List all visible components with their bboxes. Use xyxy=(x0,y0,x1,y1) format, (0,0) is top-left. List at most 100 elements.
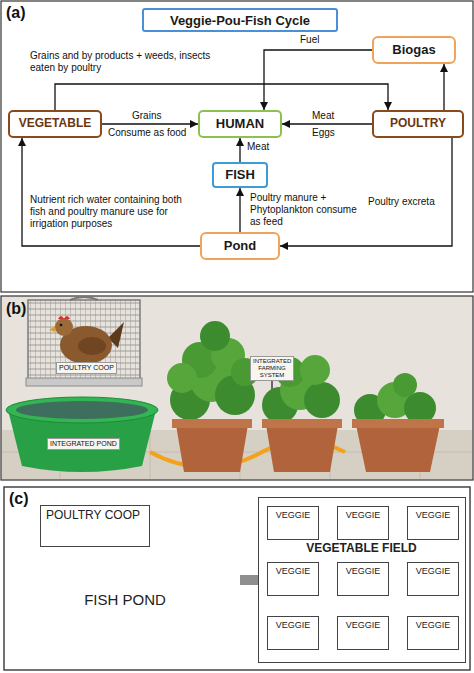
flow-arrow xyxy=(282,123,372,124)
plant-pot xyxy=(356,425,440,472)
flow-arrow xyxy=(102,123,198,124)
title-box: Veggie-Pou-Fish Cycle xyxy=(142,8,338,32)
node-text: VEGGIE xyxy=(346,510,381,520)
node-text: VEGETABLE xyxy=(19,117,91,131)
veggie-plot: VEGGIE xyxy=(337,506,389,540)
node-text: Biogas xyxy=(392,43,435,58)
edge-label-box: Poultry excreta xyxy=(368,196,435,208)
edge-label: Meat xyxy=(247,141,269,152)
edge-label: Poultry excreta xyxy=(368,196,435,207)
veggie-plot: VEGGIE xyxy=(337,616,389,650)
panel-letter: (b) xyxy=(6,300,26,317)
flow-note-box: Consume as food xyxy=(108,127,186,139)
vegetable-field-region: VEGETABLE FIELD VEGGIE VEGGIE VEGGIE VEGGIE V… xyxy=(258,497,466,663)
edge-label: Meat xyxy=(312,110,334,121)
node-text: FISH xyxy=(225,168,255,183)
flow-arrow xyxy=(239,188,240,232)
edge-label-box: Meat xyxy=(247,141,269,153)
pot-rim xyxy=(172,419,252,428)
poultry-cage xyxy=(28,300,140,380)
edge-label-box: Grains and by products + weeds, insects … xyxy=(30,50,230,74)
node-text: Pond xyxy=(224,239,257,254)
node-text: POULTRY xyxy=(390,117,446,131)
panel-frame xyxy=(1,1,473,292)
flow-note-box: Eggs xyxy=(312,127,335,139)
photo-sign-box: POULTRY COOP xyxy=(56,362,117,374)
veggie-plot: VEGGIE xyxy=(407,562,459,596)
layout-frame xyxy=(4,487,470,670)
veggie-plot: VEGGIE xyxy=(337,562,389,596)
edge-label-box: Meat xyxy=(312,110,334,122)
biogas-box: Biogas xyxy=(372,36,456,64)
region-label: FISH POND xyxy=(60,591,190,608)
poultry-box: POULTRY xyxy=(372,110,464,138)
edge-label: Fuel xyxy=(300,34,319,45)
plant-leaf xyxy=(200,321,230,351)
node-text: VEGGIE xyxy=(276,510,311,520)
human-box: HUMAN xyxy=(198,110,282,138)
edge-label-box: Poultry manure + Phytoplankton consume a… xyxy=(250,192,362,228)
edge-label-box: Nutrient rich water containing both fish… xyxy=(30,194,186,230)
node-text: VEGGIE xyxy=(416,620,451,630)
photo-sign: INTEGRATED POND xyxy=(50,440,117,447)
photo-sign-box: INTEGRATED FARMING SYSTEM xyxy=(250,356,294,381)
node-text: VEGGIE xyxy=(416,510,451,520)
veggie-plot: VEGGIE xyxy=(267,506,319,540)
vegetable-box: VEGETABLE xyxy=(8,110,102,138)
edge-label-box: Grains xyxy=(132,110,161,122)
edge-label: Grains and by products + weeds, insects … xyxy=(30,50,210,73)
flow-arrow xyxy=(264,50,372,110)
edge-label: Nutrient rich water containing both fish… xyxy=(30,194,182,229)
pond-box: Pond xyxy=(200,232,280,260)
edge-label: Poultry manure + Phytoplankton consume a… xyxy=(250,192,357,227)
node-text: VEGGIE xyxy=(276,620,311,630)
chicken-wing xyxy=(78,337,106,355)
panel-letter-box: (a) xyxy=(6,4,26,22)
plant-leaf xyxy=(167,363,197,393)
flow-arrow xyxy=(55,84,388,110)
flow-note: Eggs xyxy=(312,127,335,138)
panel-letter-box: (b) xyxy=(6,300,26,318)
panel-letter: (c) xyxy=(9,490,29,507)
flow-note: Consume as food xyxy=(108,127,186,138)
flow-arrow xyxy=(22,138,200,246)
tub-rim xyxy=(6,397,158,423)
chicken-beak xyxy=(49,326,55,332)
poultry-coop-box: POULTRY COOP xyxy=(40,505,150,547)
node-text: VEGGIE xyxy=(276,566,311,576)
photo-sign: INTEGRATED FARMING SYSTEM xyxy=(253,358,291,378)
node-text: FISH POND xyxy=(84,591,166,608)
diagram-title: Veggie-Pou-Fish Cycle xyxy=(170,13,310,28)
chicken-eye xyxy=(60,324,63,327)
veggie-plot: VEGGIE xyxy=(407,506,459,540)
node-text: HUMAN xyxy=(216,117,264,132)
photo-sign: POULTRY COOP xyxy=(59,364,114,371)
chicken-comb xyxy=(58,316,70,319)
flow-arrow xyxy=(443,64,444,110)
panel-letter: (a) xyxy=(6,4,26,21)
edge-label: Grains xyxy=(132,110,161,121)
chicken-head xyxy=(55,318,73,336)
fish-box: FISH xyxy=(212,162,268,188)
plant-leaf xyxy=(300,355,330,385)
plant-leaf xyxy=(393,373,417,397)
plant-pot xyxy=(266,425,338,472)
node-text: VEGGIE xyxy=(346,620,381,630)
pipe-connector xyxy=(240,575,258,585)
pond-water xyxy=(16,401,148,419)
flow-arrow xyxy=(239,138,240,162)
pot-rim xyxy=(352,419,444,428)
plant-pot xyxy=(176,425,248,472)
node-text: POULTRY COOP xyxy=(46,509,140,523)
pot-rim xyxy=(262,419,342,428)
photo-sign-box: INTEGRATED POND xyxy=(47,438,120,450)
panel-letter-box: (c) xyxy=(9,490,29,508)
edge-label-box: Fuel xyxy=(300,34,319,46)
fish-pond-region: FISH POND POULTRY COOP xyxy=(4,487,240,670)
photo-wall xyxy=(1,296,473,480)
node-text: VEGETABLE FIELD xyxy=(306,541,416,555)
region-label: VEGETABLE FIELD xyxy=(259,542,464,556)
veggie-plot: VEGGIE xyxy=(407,616,459,650)
node-text: VEGGIE xyxy=(346,566,381,576)
